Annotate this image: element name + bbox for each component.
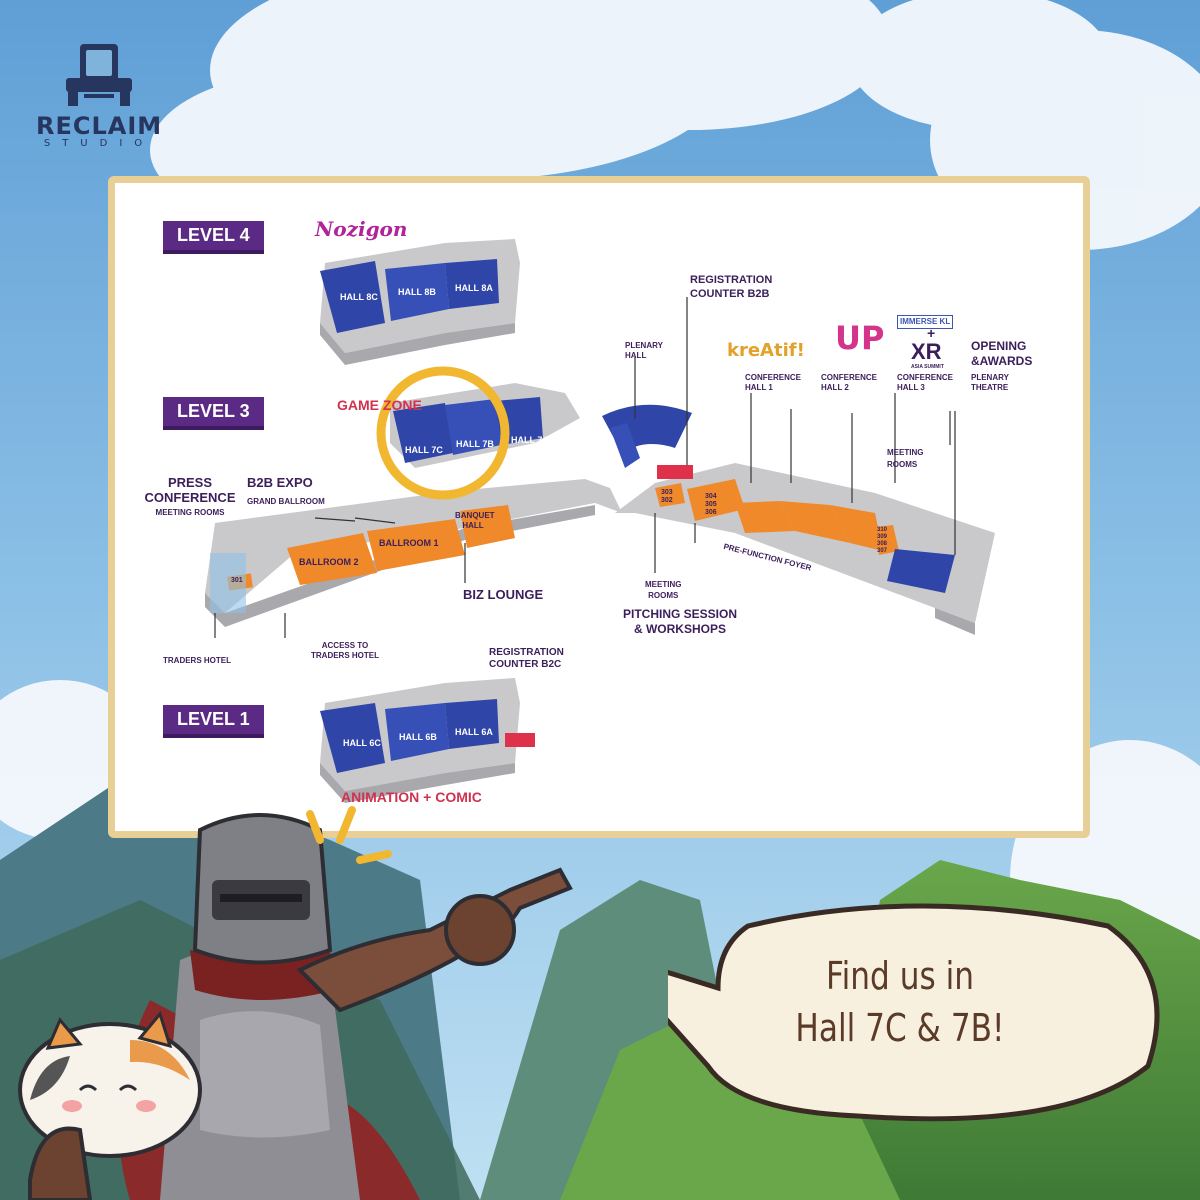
pitching-label: PITCHING SESSION& WORKSHOPS [622,607,738,636]
logo-name: RECLAIM [36,112,163,140]
animation-comic-label: ANIMATION + COMIC [341,789,482,805]
hall-8b: HALL 8B [398,287,436,297]
up-logo: UP [835,319,885,357]
speech-bubble [668,903,1160,1122]
b2b-expo-label: B2B EXPO [247,475,313,490]
floor-map-shapes [205,239,995,803]
level-1-tag: LEVEL 1 [163,705,264,734]
hall-6b: HALL 6B [399,732,437,742]
knight-character [18,806,573,1200]
opening-awards-label: OPENING&AWARDS [971,339,1033,368]
hall-7a: HALL 7A [511,435,549,445]
ballroom-1: BALLROOM 1 [379,538,439,548]
floor-map: LEVEL 4 LEVEL 3 LEVEL 1 Nozigon HALL 8C … [108,176,1090,838]
xr-logo: XR [911,339,942,364]
immerse-logo: IMMERSE KL [897,315,954,329]
level4-event-logo: Nozigon [315,217,408,241]
hall-6a: HALL 6A [455,727,493,737]
grand-ballroom-label: GRAND BALLROOM [247,497,325,506]
hall-7b: HALL 7B [456,439,494,449]
level-4-tag: LEVEL 4 [163,221,264,250]
logo-subtitle: STUDIO [43,138,155,149]
biz-lounge-label: BIZ LOUNGE [463,587,544,602]
hall-7c: HALL 7C [405,445,443,455]
press-meeting-rooms: MEETING ROOMS [155,508,225,517]
traders-hotel-label: TRADERS HOTEL [163,656,231,665]
speech-bubble-text: Find us in Hall 7C & 7B! [795,954,1005,1050]
ballroom-2: BALLROOM 2 [299,557,359,567]
hall-8c: HALL 8C [340,292,378,302]
studio-logo-icon [66,44,132,106]
level-3-tag: LEVEL 3 [163,397,264,426]
xr-logo-subtitle: ASIA SUMMIT [911,364,944,370]
hall-6c: HALL 6C [343,738,381,748]
room-301: 301 [231,577,243,584]
plus-sign: + [927,325,936,341]
game-zone-label: GAME ZONE [337,397,422,413]
kreatif-logo: kreAtif! [727,340,805,361]
hall-8a: HALL 8A [455,283,493,293]
